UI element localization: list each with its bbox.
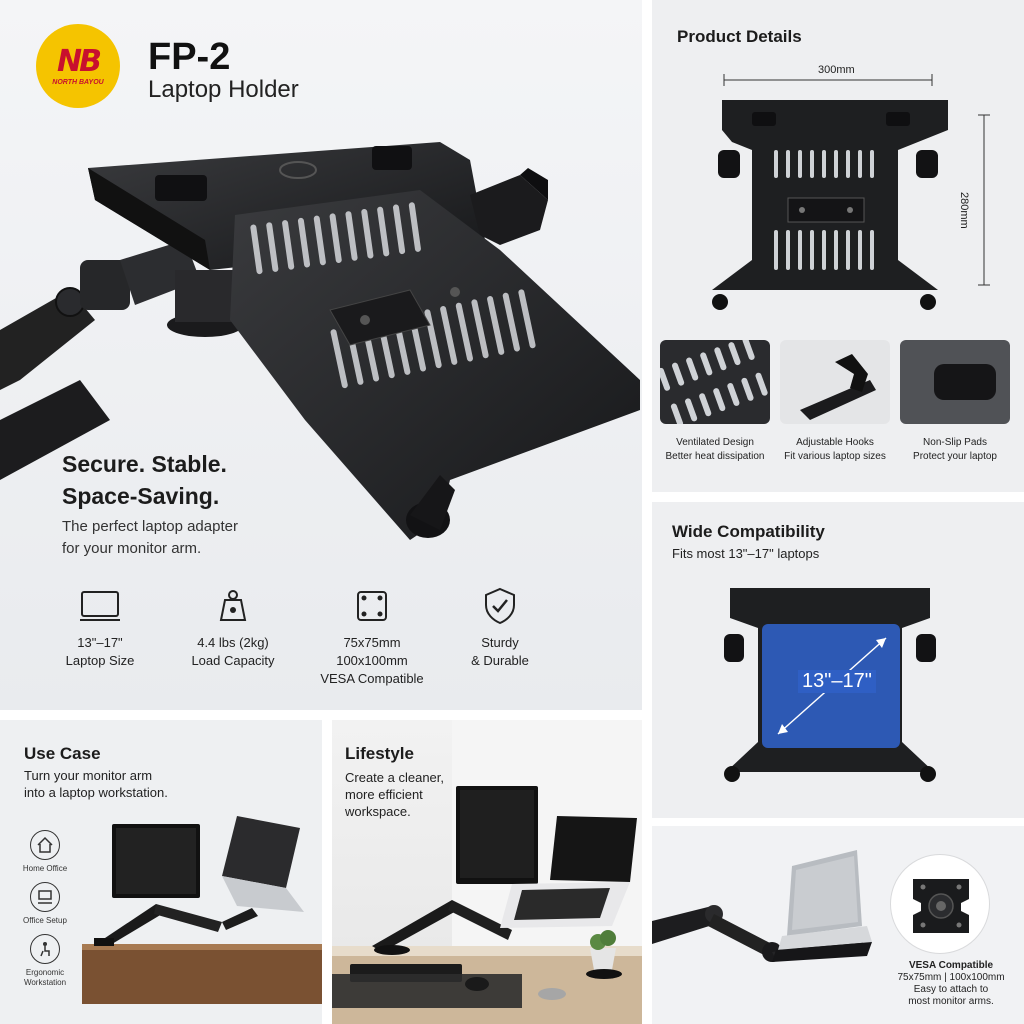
caption-desc: Protect your laptop [913, 451, 997, 462]
logo-text: NORTH BAYOU [52, 78, 104, 86]
caption-ventilated: Ventilated Design Better heat dissipatio… [655, 436, 775, 464]
ergonomic-icon [30, 934, 60, 964]
home-icon [30, 830, 60, 860]
feature-laptop-size: 13"–17" Laptop Size [30, 586, 170, 670]
usecase-label-1: Ergonomic [25, 968, 65, 977]
lifestyle-subtitle-line-1: Create a cleaner, [345, 770, 445, 785]
height-dimension-label: 280mm [958, 192, 970, 229]
usecase-label-2: Workstation [23, 978, 67, 987]
usecase-title: Use Case [24, 744, 101, 763]
feature-line-2: & Durable [471, 653, 529, 668]
lifestyle-subtitle-line-3: workspace. [345, 804, 411, 819]
compatibility-diagram [724, 588, 936, 782]
usecase-subtitle-line-2: into a laptop workstation. [24, 785, 168, 800]
hero-tagline-line-1: The perfect laptop adapter [62, 518, 238, 535]
details-title: Product Details [677, 27, 802, 46]
caption-title: Ventilated Design [676, 437, 754, 448]
vesa-caption-sizes: 75x75mm | 100x100mm [897, 972, 1005, 983]
feature-line-2: Laptop Size [65, 653, 135, 668]
feature-durability: Sturdy & Durable [430, 586, 570, 670]
feature-line-1: 75x75mm [343, 635, 401, 650]
product-name: Laptop Holder [148, 76, 299, 103]
hero-headline-line-1: Secure. Stable. [62, 451, 227, 477]
feature-line-1: 13"–17" [77, 635, 123, 650]
hero-tagline: The perfect laptop adapter for your moni… [62, 516, 292, 560]
compatibility-panel: Wide Compatibility Fits most 13"–17" lap… [652, 502, 1024, 818]
caption-desc: Better heat dissipation [665, 451, 765, 462]
office-icon [30, 882, 60, 912]
feature-line-1: 4.4 lbs (2kg) [197, 635, 269, 650]
laptop-size-icon [80, 586, 120, 626]
usecase-subtitle: Turn your monitor arm into a laptop work… [24, 767, 168, 801]
feature-load-capacity: 4.4 lbs (2kg) Load Capacity [163, 586, 303, 670]
brand-logo: NB NORTH BAYOU [36, 24, 120, 108]
use-case-panel: Use Case Turn your monitor arm into a la… [0, 720, 322, 1024]
usecase-office-setup: Office Setup [22, 882, 68, 926]
use-case-desk-illustration [82, 816, 322, 1004]
product-details-panel: Product Details 300mm 280 [652, 0, 1024, 492]
lifestyle-panel: Lifestyle Create a cleaner, more efficie… [332, 720, 642, 1024]
hook-closeup-image [800, 354, 876, 420]
caption-title: Non-Slip Pads [923, 437, 987, 448]
logo-mark: NB [57, 43, 102, 79]
compat-subtitle: Fits most 13"–17" laptops [672, 546, 820, 561]
vesa-plate-image [913, 879, 969, 933]
compat-range-label: 13"–17" [798, 670, 876, 693]
pad-closeup-image [934, 364, 996, 400]
hero-tagline-line-2: for your monitor arm. [62, 540, 202, 557]
usecase-label: Office Setup [23, 916, 67, 925]
caption-pads: Non-Slip Pads Protect your laptop [895, 436, 1015, 464]
usecase-subtitle-line-1: Turn your monitor arm [24, 768, 153, 783]
feature-line-1: Sturdy [481, 635, 519, 650]
hero-laptop-holder-illustration [0, 142, 640, 540]
dimension-diagram [712, 74, 990, 310]
usecase-ergonomic: Ergonomic Workstation [22, 934, 68, 988]
vesa-caption-desc-2: most monitor arms. [908, 996, 994, 1007]
vent-closeup-image [660, 340, 768, 424]
lifestyle-desk-illustration [332, 720, 642, 1024]
weight-icon [213, 586, 253, 626]
vesa-caption-title: VESA Compatible [908, 960, 994, 971]
vesa-icon [352, 586, 392, 626]
hero-headline-line-2: Space-Saving. [62, 483, 220, 509]
arm-with-laptop-illustration [652, 850, 872, 962]
usecase-label: Home Office [22, 864, 68, 873]
feature-vesa: 75x75mm 100x100mm VESA Compatible [302, 586, 442, 688]
vesa-caption: VESA Compatible 75x75mm | 100x100mm Easy… [896, 960, 1006, 1008]
lifestyle-subtitle: Create a cleaner, more efficient workspa… [345, 769, 444, 820]
feature-line-3: VESA Compatible [320, 671, 424, 686]
shield-check-icon [480, 586, 520, 626]
caption-hooks: Adjustable Hooks Fit various laptop size… [775, 436, 895, 464]
vesa-plate-closeup [890, 854, 990, 954]
caption-title: Adjustable Hooks [796, 437, 874, 448]
model-name: FP-2 [148, 36, 231, 78]
hero-panel: NB NORTH BAYOU FP-2 Laptop Holder [0, 0, 642, 710]
vesa-panel [652, 826, 1024, 1024]
thumb-ventilated [660, 340, 770, 424]
caption-desc: Fit various laptop sizes [784, 451, 886, 462]
thumb-pads [900, 340, 1010, 424]
feature-line-2: Load Capacity [191, 653, 275, 668]
width-dimension-label: 300mm [816, 64, 857, 76]
thumb-hooks [780, 340, 890, 424]
hero-headline: Secure. Stable. Space-Saving. [62, 448, 362, 512]
lifestyle-subtitle-line-2: more efficient [345, 787, 423, 802]
lifestyle-title: Lifestyle [345, 744, 414, 763]
usecase-home-office: Home Office [22, 830, 68, 874]
feature-line-2: 100x100mm [336, 653, 408, 668]
compat-title: Wide Compatibility [672, 522, 825, 541]
vesa-caption-desc-1: Easy to attach to [913, 984, 989, 995]
